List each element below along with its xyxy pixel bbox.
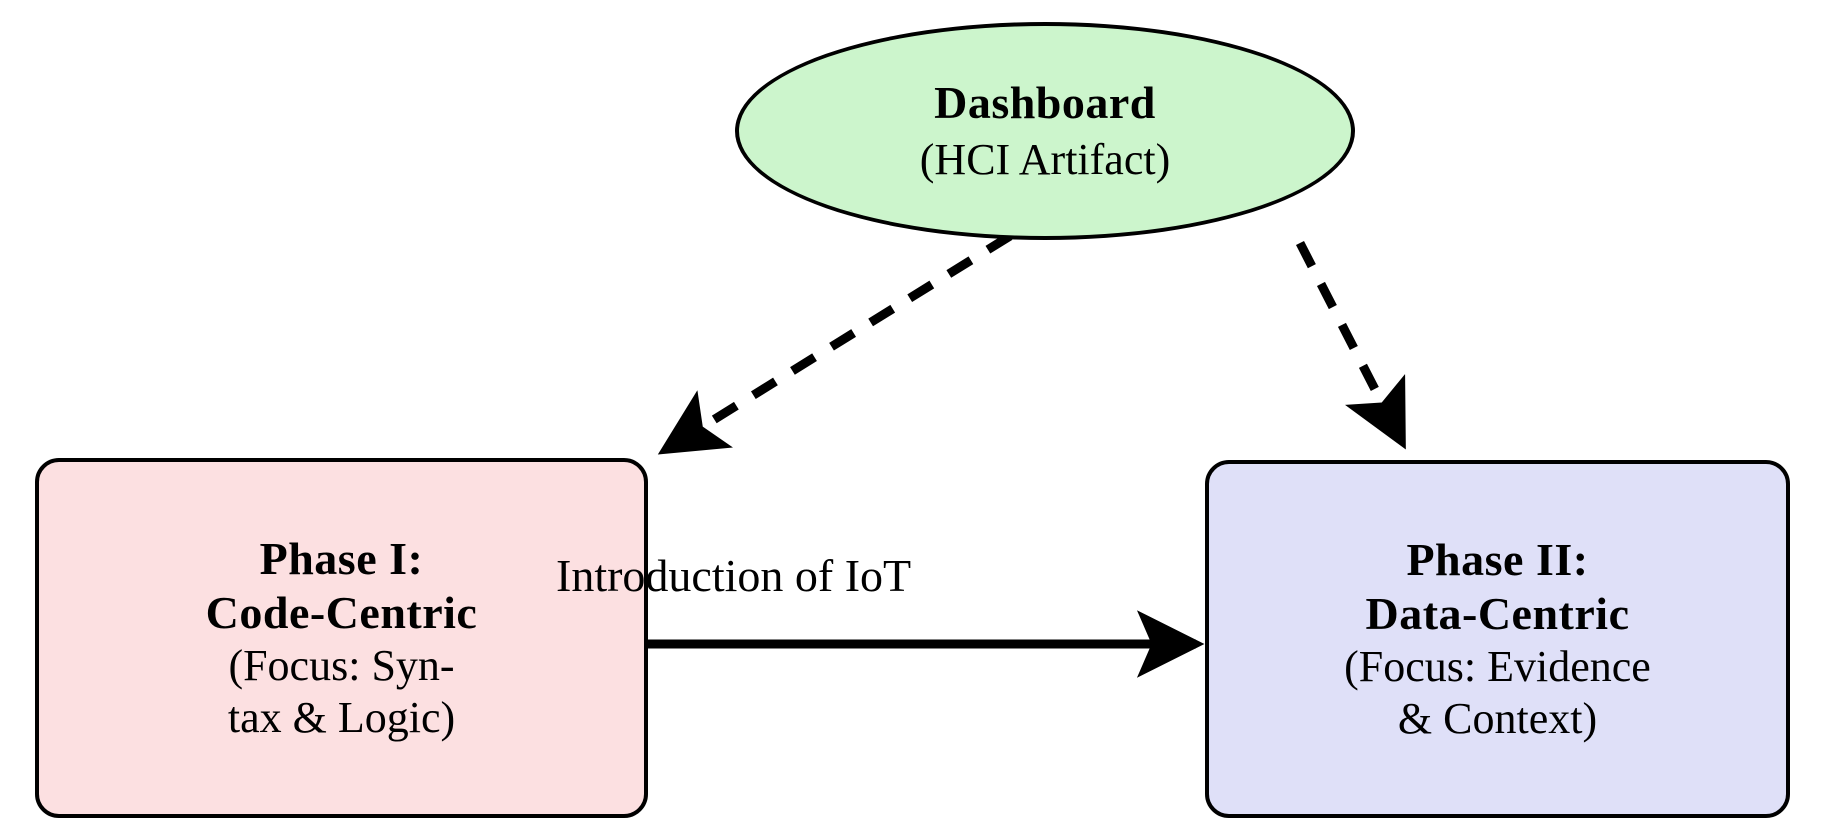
node-phase-1[interactable]: Phase I: Code-Centric (Focus: Syn- tax &… — [35, 458, 648, 818]
node-phase-1-subtitle-line-2: tax & Logic) — [227, 693, 456, 743]
node-phase-2-subtitle-line-2: & Context) — [1397, 694, 1598, 744]
node-phase-1-title-line-2: Code-Centric — [205, 587, 478, 639]
node-phase-2-title-line-2: Data-Centric — [1365, 588, 1630, 640]
node-phase-2[interactable]: Phase II: Data-Centric (Focus: Evidence … — [1205, 460, 1790, 818]
node-dashboard-title: Dashboard — [934, 77, 1156, 128]
node-phase-1-subtitle-line-1: (Focus: Syn- — [228, 641, 455, 691]
edge-label-introduction-of-iot: Introduction of IoT — [556, 550, 912, 601]
node-phase-2-title-line-1: Phase II: — [1406, 533, 1589, 585]
node-phase-2-subtitle-line-1: (Focus: Evidence — [1344, 642, 1651, 692]
node-dashboard[interactable]: Dashboard (HCI Artifact) — [735, 22, 1355, 240]
edge-dashboard-to-phase2 — [1295, 240, 1407, 450]
node-dashboard-subtitle: (HCI Artifact) — [919, 135, 1171, 185]
node-phase-1-title-line-1: Phase I: — [259, 532, 424, 584]
edge-dashboard-to-phase1 — [657, 232, 1013, 455]
